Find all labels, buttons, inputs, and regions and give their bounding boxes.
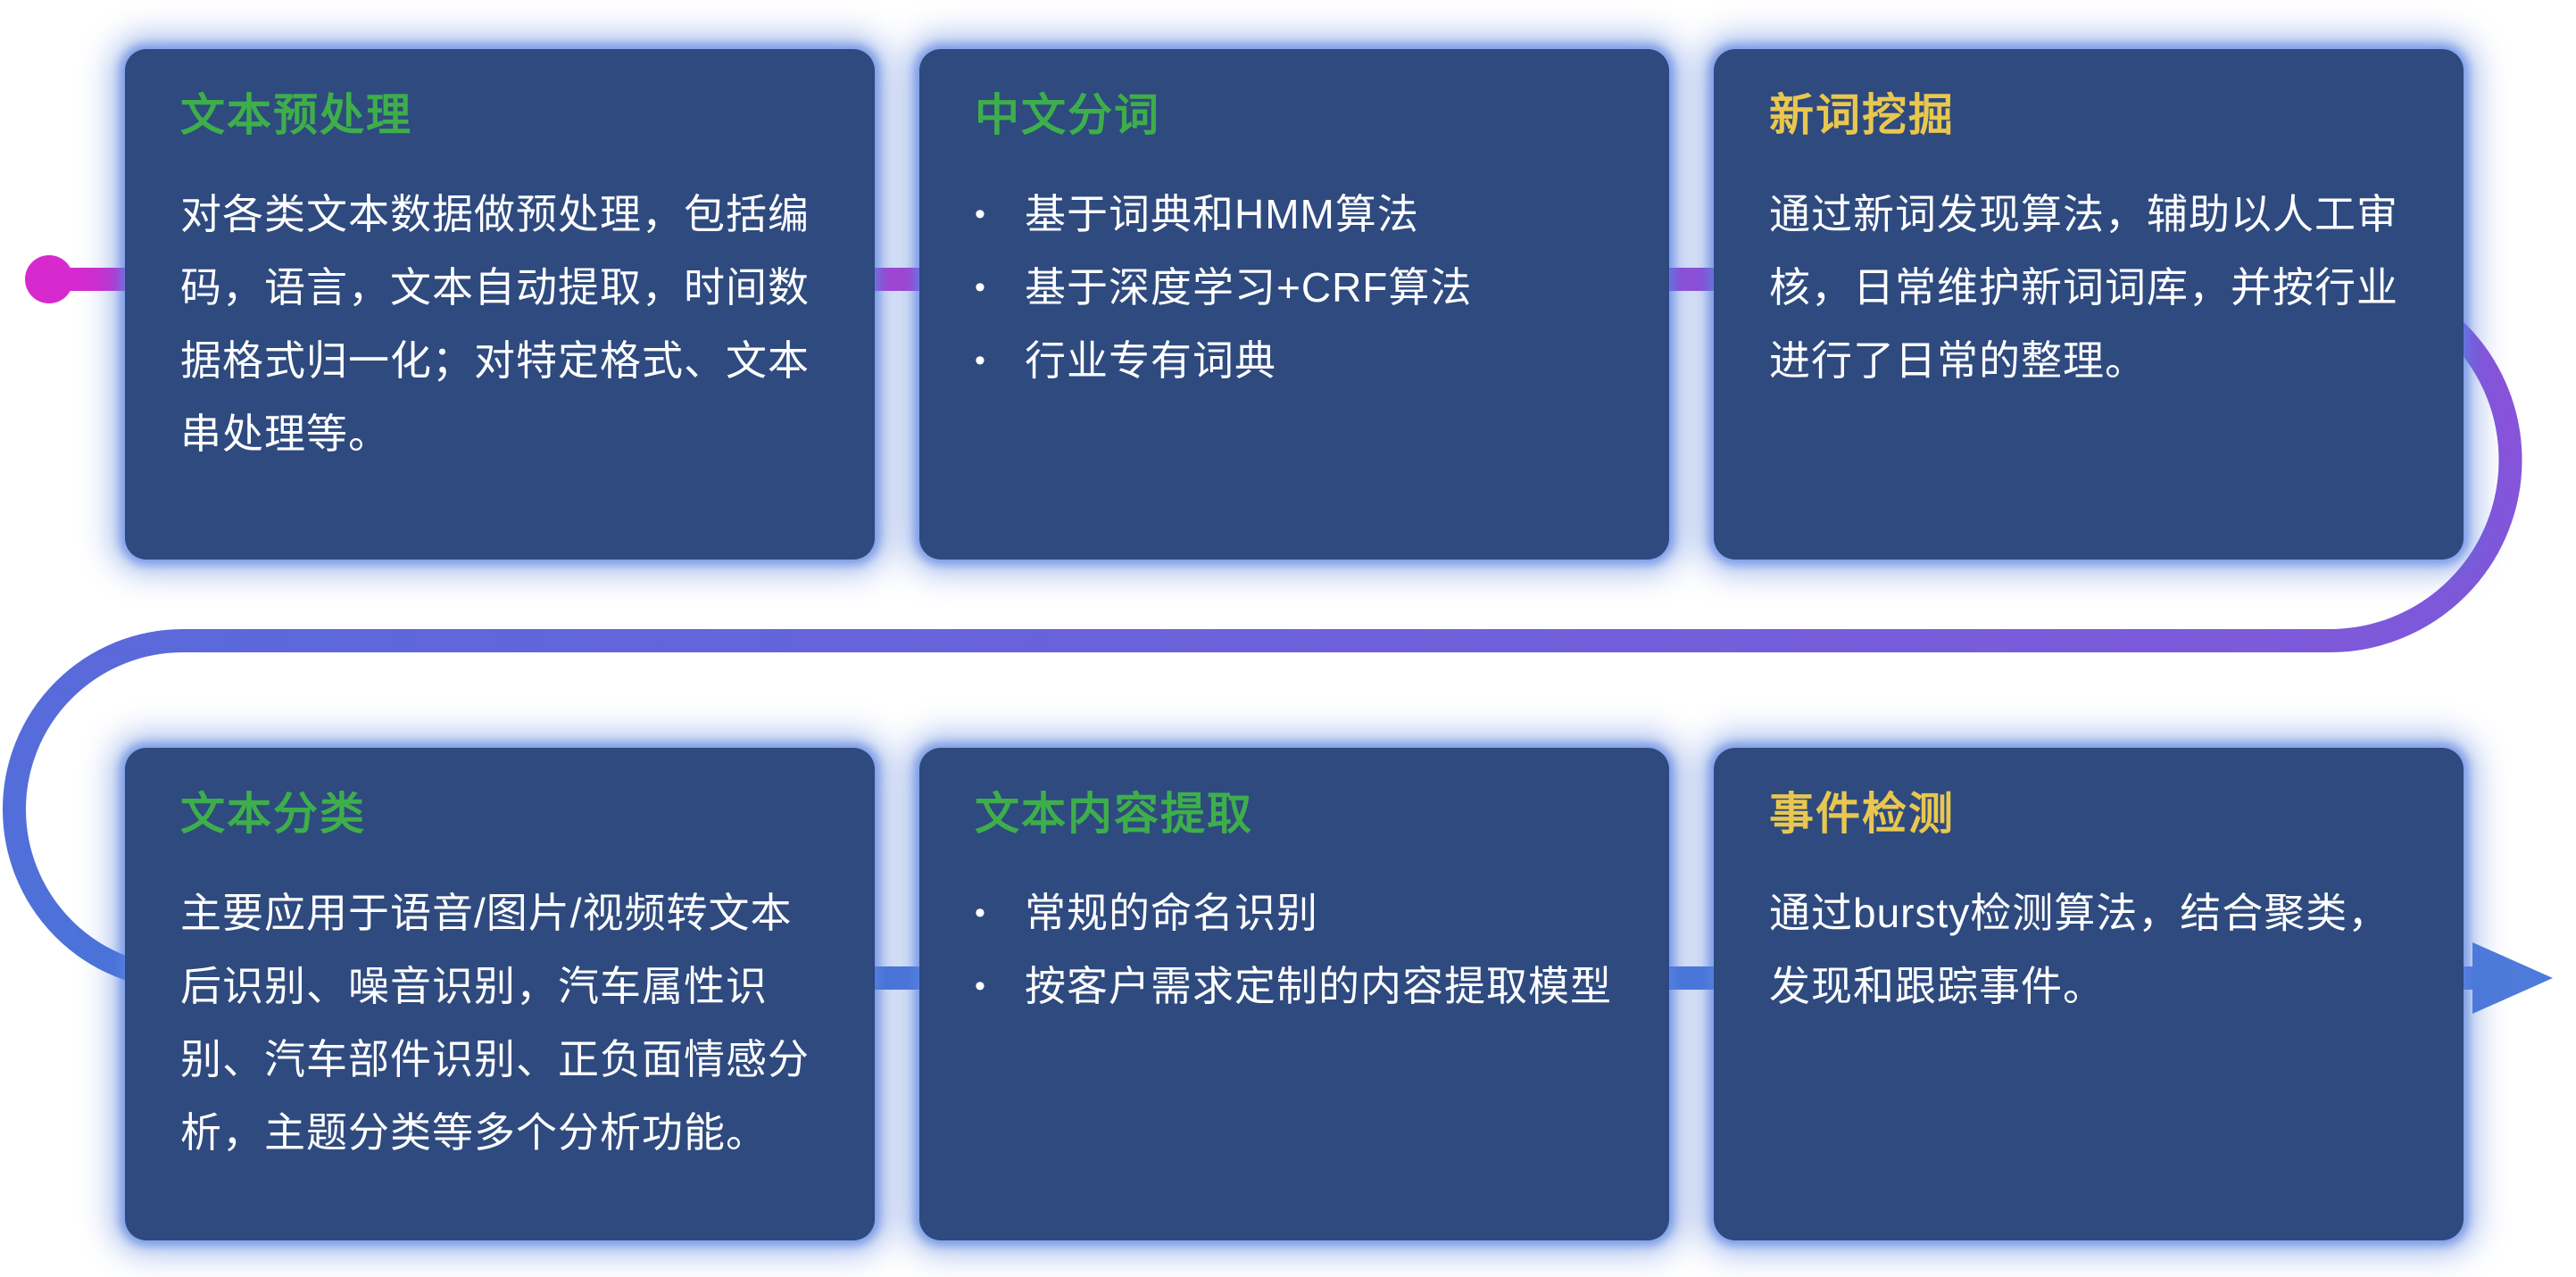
bullet-text: 行业专有词典 xyxy=(1025,336,1276,384)
bullet-text: 基于词典和HMM算法 xyxy=(1025,190,1419,237)
card-text-classification: 文本分类 主要应用于语音/图片/视频转文本后识别、噪音识别，汽车属性识别、汽车部… xyxy=(125,748,875,1240)
card-title: 文本分类 xyxy=(180,789,366,839)
bullet-text: 基于深度学习+CRF算法 xyxy=(1025,263,1473,311)
card-body-text: 对各类文本数据做预处理，包括编码，语言，文本自动提取，时间数据格式归一化；对特定… xyxy=(180,190,810,457)
bullet-icon: • xyxy=(975,269,986,304)
flow-curve-left xyxy=(3,629,184,990)
card-event-detection: 事件检测 通过bursty检测算法，结合聚类，发现和跟踪事件。 xyxy=(1714,748,2464,1240)
card-body-text: 通过bursty检测算法，结合聚类，发现和跟踪事件。 xyxy=(1769,889,2390,1009)
card-text-content-extraction: 文本内容提取 • 常规的命名识别 • 按客户需求定制的内容提取模型 xyxy=(919,748,1669,1240)
card-text-preprocessing: 文本预处理 对各类文本数据做预处理，包括编码，语言，文本自动提取，时间数据格式归… xyxy=(125,49,875,560)
bullet-icon: • xyxy=(975,895,986,930)
list-item: • 基于深度学习+CRF算法 xyxy=(975,251,1614,324)
card-title: 事件检测 xyxy=(1769,789,1955,839)
bullet-icon: • xyxy=(975,196,986,231)
list-item: • 常规的命名识别 xyxy=(975,876,1614,949)
feature-row-bottom: 文本分类 主要应用于语音/图片/视频转文本后识别、噪音识别，汽车属性识别、汽车部… xyxy=(125,748,2464,1240)
card-title: 新词挖掘 xyxy=(1769,90,1955,140)
card-chinese-word-segmentation: 中文分词 • 基于词典和HMM算法 • 基于深度学习+CRF算法 • 行业专有词… xyxy=(919,49,1669,560)
bullet-text: 常规的命名识别 xyxy=(1025,889,1318,936)
card-title: 中文分词 xyxy=(975,90,1160,140)
card-title: 文本内容提取 xyxy=(975,789,1253,839)
flow-start-dot-icon xyxy=(25,255,73,303)
card-title: 文本预处理 xyxy=(180,90,412,140)
feature-row-top: 文本预处理 对各类文本数据做预处理，包括编码，语言，文本自动提取，时间数据格式归… xyxy=(125,49,2464,560)
bullet-text: 按客户需求定制的内容提取模型 xyxy=(1025,962,1612,1009)
list-item: • 基于词典和HMM算法 xyxy=(975,178,1614,251)
card-body-text: 主要应用于语音/图片/视频转文本后识别、噪音识别，汽车属性识别、汽车部件识别、正… xyxy=(180,889,810,1156)
bullet-icon: • xyxy=(975,343,986,377)
bullet-list: • 基于词典和HMM算法 • 基于深度学习+CRF算法 • 行业专有词典 xyxy=(975,178,1614,397)
card-body-text: 通过新词发现算法，辅助以人工审核，日常维护新词词库，并按行业进行了日常的整理。 xyxy=(1769,190,2398,384)
list-item: • 行业专有词典 xyxy=(975,324,1614,397)
bullet-list: • 常规的命名识别 • 按客户需求定制的内容提取模型 xyxy=(975,876,1614,1023)
bullet-icon: • xyxy=(975,968,986,1003)
card-new-word-mining: 新词挖掘 通过新词发现算法，辅助以人工审核，日常维护新词词库，并按行业进行了日常… xyxy=(1714,49,2464,560)
list-item: • 按客户需求定制的内容提取模型 xyxy=(975,949,1614,1023)
flow-end-arrow-icon xyxy=(2472,942,2553,1014)
